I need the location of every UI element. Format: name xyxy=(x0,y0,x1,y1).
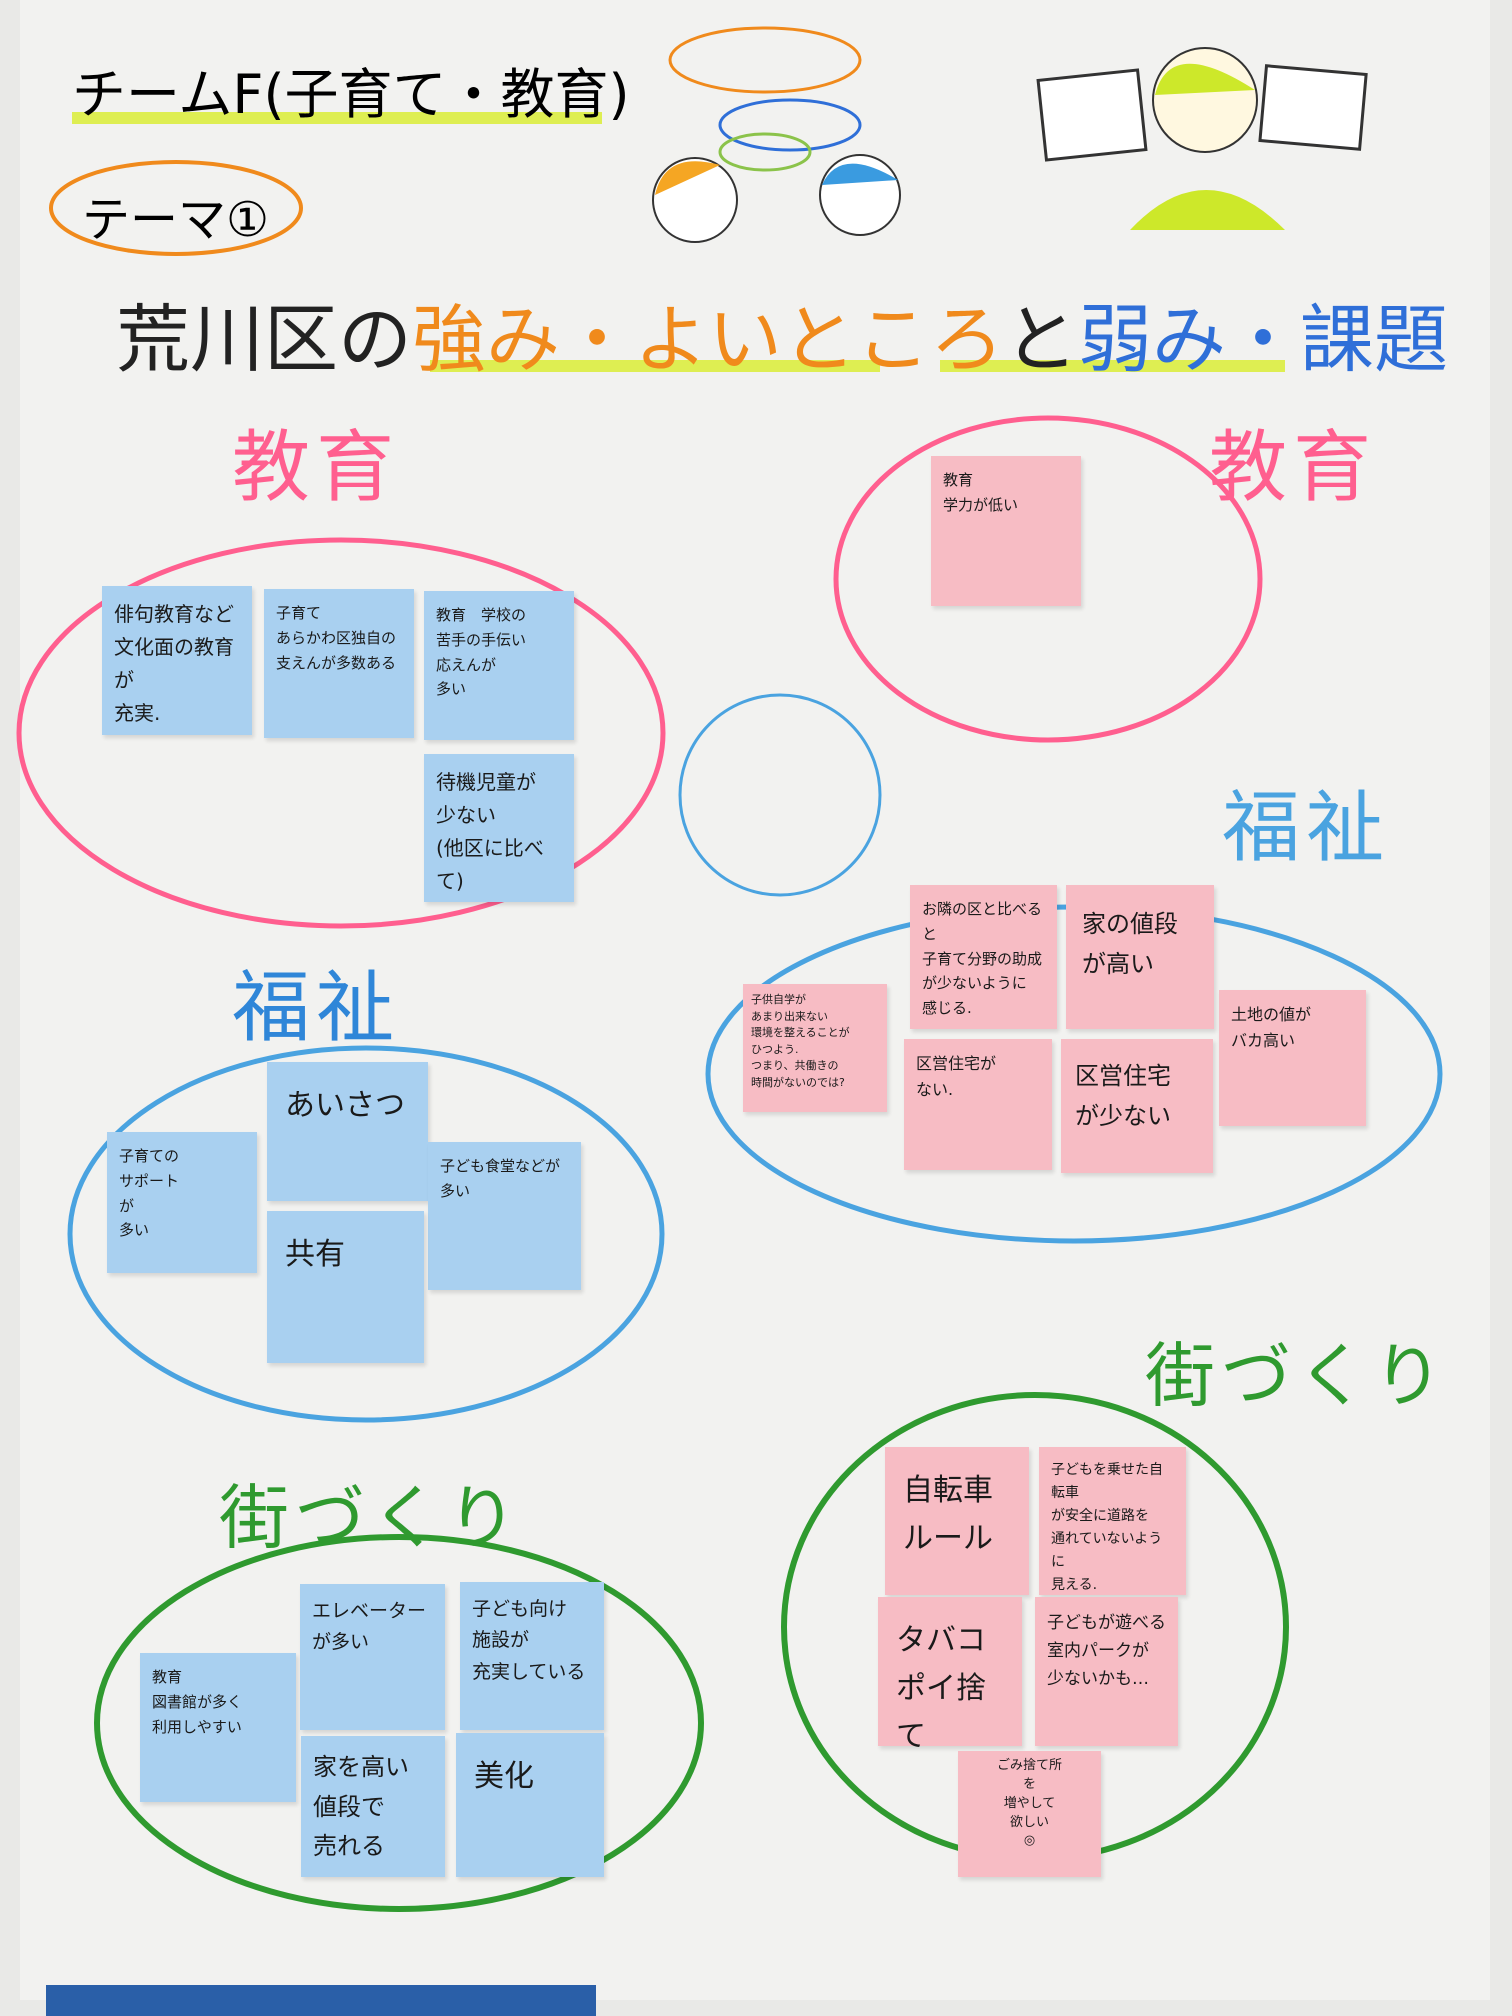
main-title: 荒川区の強み・よいところと弱み・課題 xyxy=(116,280,1448,387)
heading-welfare-weaknesses: 福祉 xyxy=(1222,783,1391,873)
heading-town-weaknesses: 街づくり xyxy=(1145,1335,1449,1417)
sticky-note: 子育ての サポート が 多い xyxy=(107,1132,257,1273)
team-title: チームF(子育て・教育) xyxy=(72,63,630,126)
title-underline xyxy=(72,112,602,124)
sticky-note: 子どもが遊べる 室内パークが 少ないかも… xyxy=(1035,1597,1178,1746)
sticky-note: 区営住宅 が少ない xyxy=(1061,1039,1213,1173)
sticky-note: 家を高い 値段で 売れる xyxy=(301,1736,445,1877)
hair xyxy=(655,161,720,195)
title-part1: 荒川区の xyxy=(116,297,412,383)
sticky-note: 区営住宅が ない. xyxy=(904,1039,1052,1170)
sticky-note: タバコ ポイ捨て xyxy=(878,1597,1022,1754)
sticky-note: お隣の区と比べると 子育て分野の助成 が少ないように 感じる. xyxy=(910,885,1057,1029)
sticky-note: エレベーター が多い xyxy=(300,1584,445,1730)
theme-label: テーマ① xyxy=(82,192,270,248)
speech-bubble-icon xyxy=(718,98,862,152)
heading-education-weaknesses: 教育 xyxy=(1209,423,1378,513)
sticky-note: 子ども向け 施設が 充実している xyxy=(460,1582,604,1730)
education-weaknesses-circle xyxy=(833,415,1263,743)
sticky-note: あいさつ xyxy=(267,1062,428,1201)
town-strengths-circle xyxy=(94,1534,704,1912)
presenter-icon xyxy=(1152,47,1258,153)
heading-welfare-strengths: 福祉 xyxy=(232,963,401,1053)
education-strengths-circle xyxy=(16,537,666,929)
title-part2: と xyxy=(1004,297,1078,383)
sticky-note: 共有 xyxy=(267,1211,424,1363)
sticky-note: 家の値段 が高い xyxy=(1066,885,1214,1029)
sticky-note: 自転車 ルール xyxy=(885,1447,1029,1595)
heading-town-strengths: 街づくり xyxy=(219,1477,523,1559)
pad-label xyxy=(46,1985,596,2016)
sticky-note: 子育て あらかわ区独自の 支えんが多数ある xyxy=(264,589,414,738)
sign-icon xyxy=(1258,64,1368,151)
sticky-note: ごみ捨て所 を 増やして 欲しい ◎ xyxy=(958,1751,1101,1877)
sticky-note: 教育 学力が低い xyxy=(931,456,1081,606)
sign-icon xyxy=(1036,68,1148,162)
sticky-note: 教育 図書館が多く 利用しやすい xyxy=(140,1653,296,1802)
welfare-strengths-circle xyxy=(67,1045,665,1423)
title-strengths: 強み・よいところ xyxy=(412,297,1004,383)
sticky-note: 子ども食堂などが 多い xyxy=(428,1142,581,1290)
strengths-underline xyxy=(430,360,880,372)
sticky-note: 土地の値が バカ高い xyxy=(1219,990,1366,1126)
sticky-note: 美化 xyxy=(456,1733,604,1877)
speech-bubble-icon xyxy=(718,132,812,172)
doodle-face-icon xyxy=(678,693,882,897)
body xyxy=(1130,190,1285,230)
hair xyxy=(822,163,898,185)
weaknesses-underline xyxy=(940,360,1285,372)
sticky-note: 待機児童が 少ない (他区に比べて) xyxy=(424,754,574,902)
speech-bubble-icon xyxy=(668,26,862,94)
title-weaknesses: 弱み・課題 xyxy=(1078,297,1448,383)
theme-oval xyxy=(49,160,303,256)
sticky-note: 俳句教育など 文化面の教育が 充実. xyxy=(102,586,252,735)
sticky-note: 子どもを乗せた自転車 が安全に道路を 通れていないように 見える. xyxy=(1039,1447,1186,1595)
sticky-note: 教育 学校の 苦手の手伝い 応えんが 多い xyxy=(424,591,574,740)
sticky-note: 子供自学が あまり出来ない 環境を整えることが ひつよう. つまり、共働きの 時… xyxy=(743,984,887,1112)
heading-education-strengths: 教育 xyxy=(232,423,401,513)
hair xyxy=(1155,63,1255,95)
